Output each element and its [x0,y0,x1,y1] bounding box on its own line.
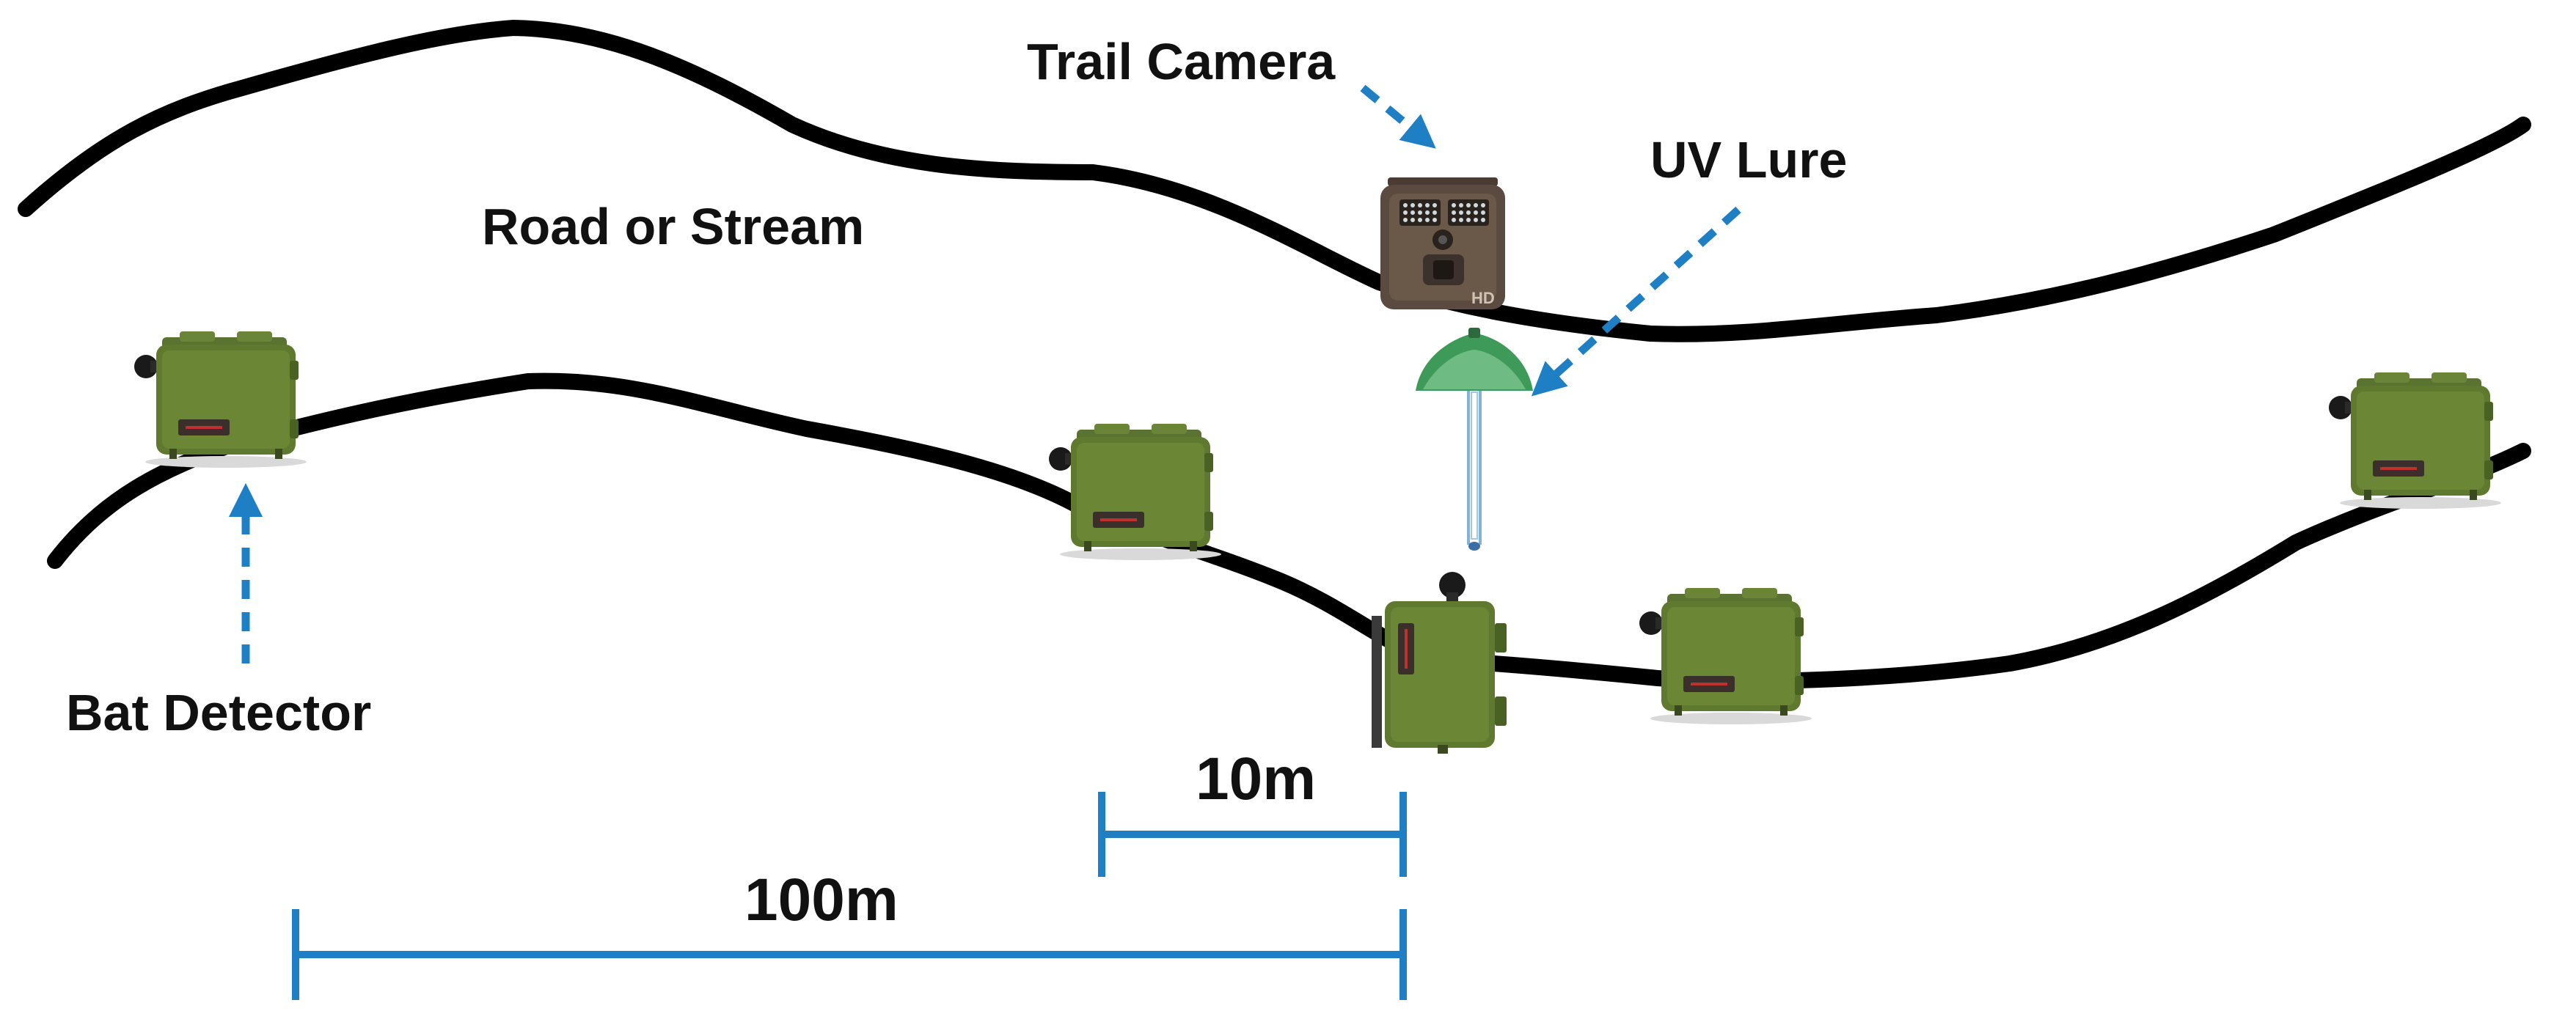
uv-lure-icon [1416,328,1533,551]
road-lower-edge [47,372,2531,689]
trail-camera-arrow [1360,84,1436,149]
road-or-stream-label: Road or Stream [482,198,864,255]
scale-10m-label: 10m [1196,746,1316,812]
road-upper-edge [18,19,2531,342]
trail-camera-label: Trail Camera [1027,33,1336,90]
trail-camera-icon: HD [1380,177,1505,309]
uv-lure-label: UV Lure [1650,131,1847,188]
uv-lure-arrow [1531,206,1741,397]
camera-hd-text: HD [1471,289,1495,307]
scale-bar-10m [1098,792,1407,877]
bat-detector-label: Bat Detector [66,684,371,741]
scale-100m-label: 100m [744,867,899,933]
bat-detector-icon [2329,372,2503,510]
scale-bar-100m [292,909,1407,1000]
bat-detector-icon [1372,572,1508,755]
bat-detector-icon [1639,588,1813,726]
bat-detector-icon [134,331,308,469]
bat-detector-icon [1049,424,1223,562]
